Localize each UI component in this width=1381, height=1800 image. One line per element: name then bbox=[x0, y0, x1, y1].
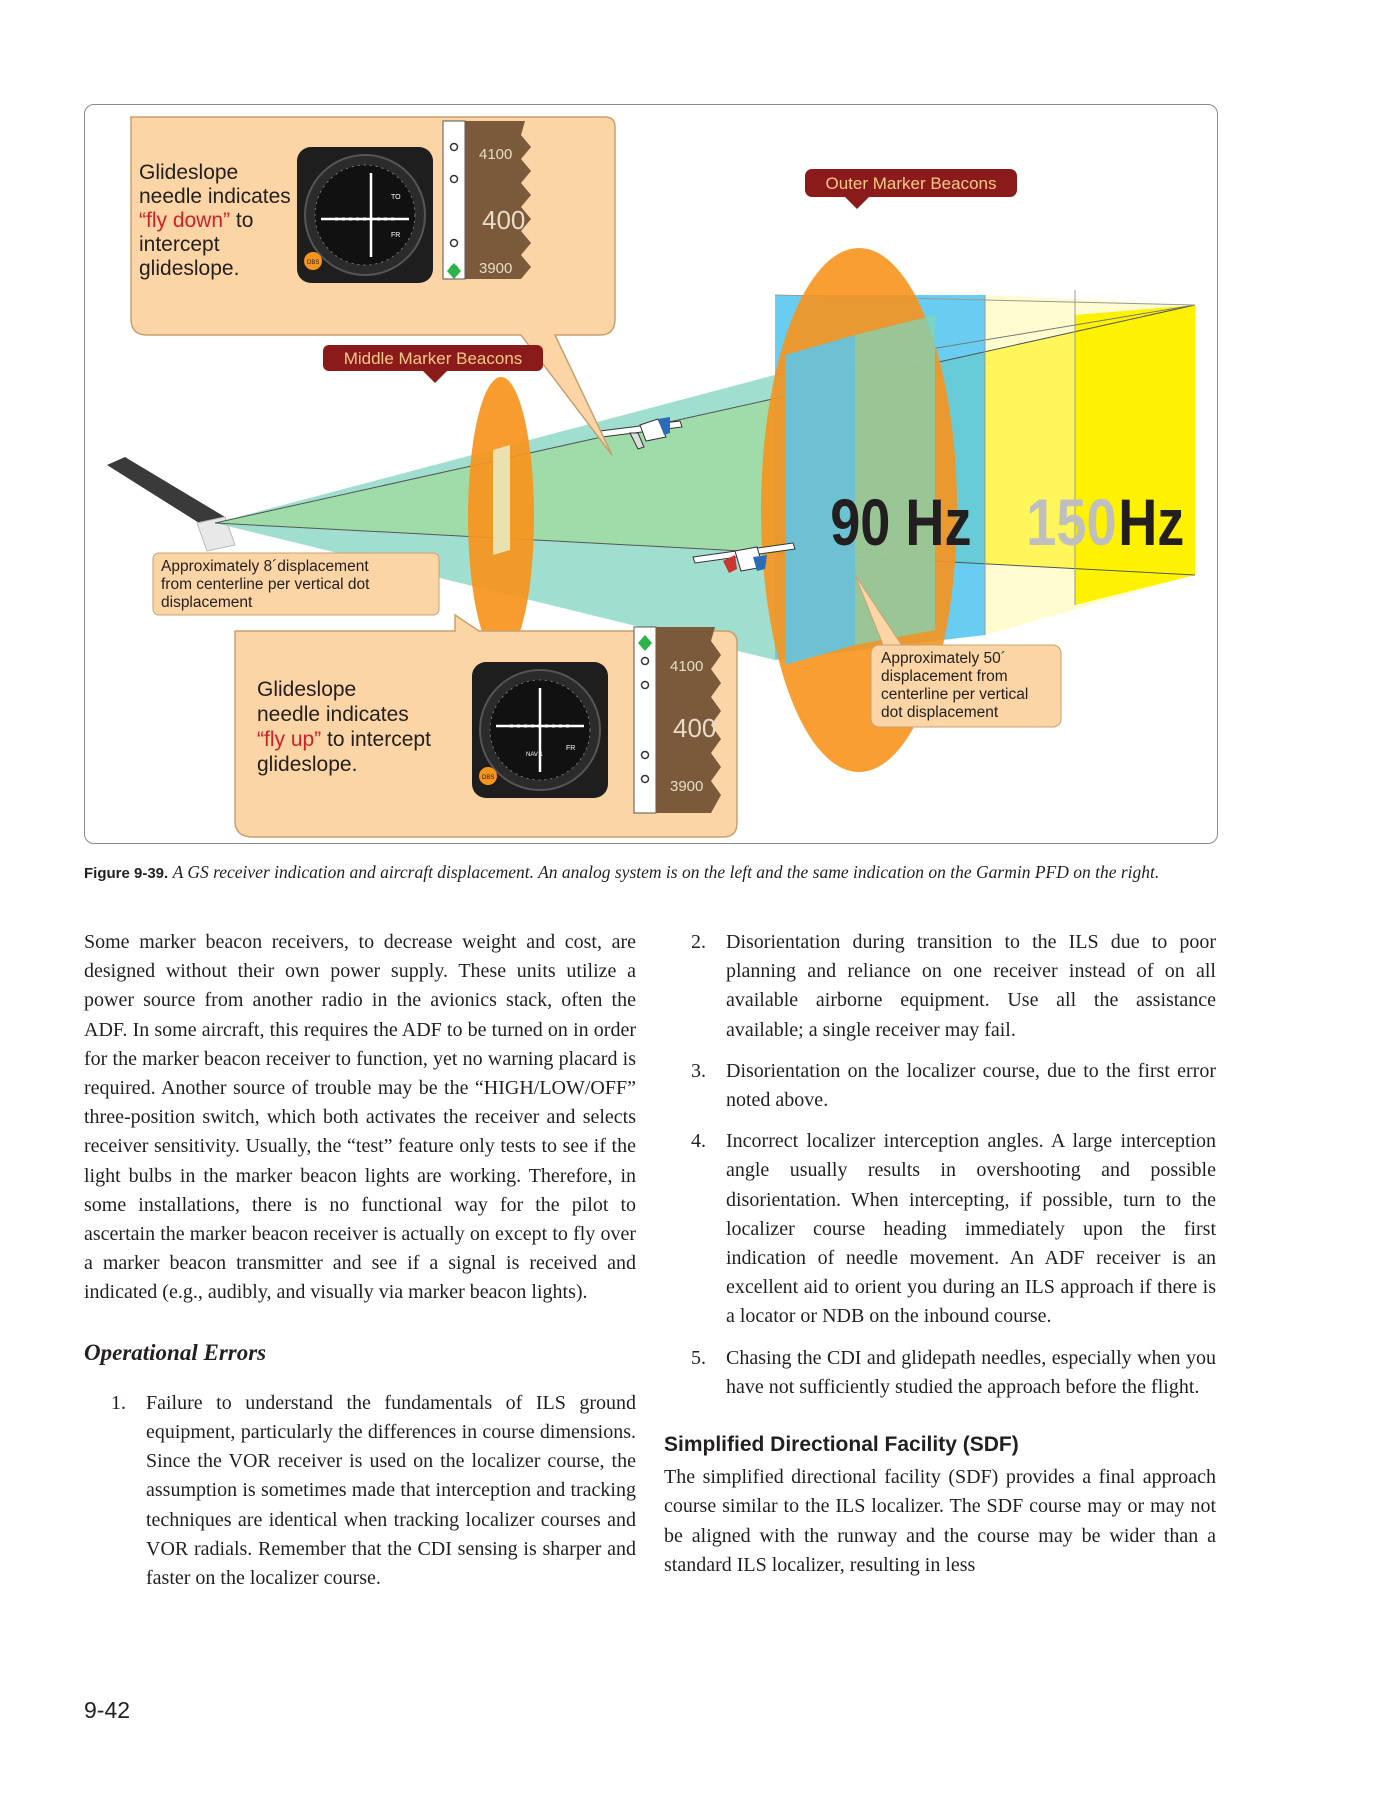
tape-top-upper: 4100 bbox=[479, 146, 512, 163]
figure-9-39: 90 Hz 150 Hz Glideslope needle indicates… bbox=[84, 104, 1218, 844]
list-item: 4. Incorrect localizer interception angl… bbox=[664, 1127, 1216, 1331]
callout-top-line3-rest: to bbox=[230, 209, 253, 232]
left-column: Some marker beacon receivers, to decreas… bbox=[84, 928, 636, 1605]
callout-bottom-line3-rest: to intercept bbox=[321, 728, 431, 751]
altitude-tape-bottom: 4100 400 3900 bbox=[633, 626, 721, 814]
hz-90-label: 90 Hz bbox=[830, 485, 971, 559]
cdi-gauge-top: OBS TO FR bbox=[297, 147, 433, 283]
altitude-tape-top: 4100 400 3900 bbox=[442, 120, 531, 280]
callout-top-line1: Glideslope bbox=[139, 161, 238, 184]
tape-top-middle: 400 bbox=[482, 205, 525, 235]
list-item-text: Failure to understand the fundamentals o… bbox=[146, 1391, 636, 1590]
callout-bottom-line2: needle indicates bbox=[257, 703, 409, 726]
runway bbox=[107, 457, 236, 552]
note-50ft-displacement: Approximately 50´ displacement from cent… bbox=[854, 574, 1062, 728]
caption-text: A GS receiver indication and aircraft di… bbox=[172, 862, 1160, 882]
gauge-bottom-fr: FR bbox=[566, 745, 575, 752]
note-8ft-line1: Approximately 8´displacement bbox=[161, 558, 369, 575]
callout-top-line3: “fly down” to bbox=[139, 209, 253, 232]
page-number: 9-42 bbox=[84, 1697, 131, 1723]
hz-150-number: 150 bbox=[1026, 485, 1116, 559]
list-item: 3. Disorientation on the localizer cours… bbox=[664, 1057, 1216, 1115]
middle-marker-label: Middle Marker Beacons bbox=[323, 345, 543, 383]
list-item: 2. Disorientation during transition to t… bbox=[664, 928, 1216, 1045]
tape-bottom-upper: 4100 bbox=[670, 658, 703, 675]
list-item-number: 4. bbox=[691, 1130, 706, 1153]
cdi-gauge-bottom: OBS NAV 1 FR bbox=[472, 662, 608, 798]
note-50ft-line4: dot displacement bbox=[881, 704, 999, 721]
caption-label: Figure 9-39. bbox=[84, 865, 169, 882]
gauge-top-fr: FR bbox=[391, 232, 400, 239]
list-item-text: Disorientation on the localizer course, … bbox=[726, 1059, 1216, 1112]
middle-marker-text: Middle Marker Beacons bbox=[344, 349, 523, 368]
list-item: 1. Failure to understand the fundamental… bbox=[84, 1389, 636, 1593]
list-item-number: 2. bbox=[691, 931, 706, 953]
list-item-number: 1. bbox=[111, 1391, 126, 1414]
callout-top-line4: intercept bbox=[139, 233, 220, 256]
callout-bottom-line3: “fly up” to intercept bbox=[257, 728, 431, 751]
callout-bottom-line4: glideslope. bbox=[257, 753, 357, 776]
callout-top-line2: needle indicates bbox=[139, 185, 291, 208]
callout-fly-down: Glideslope needle indicates “fly down” t… bbox=[130, 116, 616, 456]
note-50ft-line1: Approximately 50´ bbox=[881, 650, 1006, 667]
gauge-bottom-obs: OBS bbox=[482, 775, 495, 781]
tape-top-lower: 3900 bbox=[479, 260, 512, 277]
callout-bottom-line1: Glideslope bbox=[257, 678, 356, 701]
gauge-top-obs: OBS bbox=[307, 260, 320, 266]
list-item-text: Incorrect localizer interception angles.… bbox=[726, 1130, 1216, 1328]
tape-bottom-middle: 400 bbox=[673, 713, 716, 743]
tape-bottom-lower: 3900 bbox=[670, 778, 703, 795]
operational-errors-heading: Operational Errors bbox=[84, 1339, 267, 1365]
fly-up-text: “fly up” bbox=[257, 728, 321, 751]
list-item: 5. Chasing the CDI and glidepath needles… bbox=[664, 1344, 1216, 1402]
note-8ft-displacement: Approximately 8´displacement from center… bbox=[152, 552, 440, 616]
hz-150-label: 150 Hz bbox=[1026, 485, 1184, 559]
list-item-number: 5. bbox=[691, 1346, 706, 1369]
list-item-text: Chasing the CDI and glidepath needles, e… bbox=[726, 1346, 1216, 1398]
sdf-paragraph: The simplified directional facility (SDF… bbox=[664, 1466, 1216, 1576]
outer-marker-label: Outer Marker Beacons bbox=[805, 169, 1017, 209]
sdf-heading: Simplified Directional Facility (SDF) bbox=[664, 1433, 1019, 1457]
list-item-text: Disorientation during transition to the … bbox=[726, 931, 1216, 1041]
fly-down-text: “fly down” bbox=[139, 209, 230, 232]
right-column: 2. Disorientation during transition to t… bbox=[664, 928, 1216, 1580]
callout-fly-up: Glideslope needle indicates “fly up” to … bbox=[234, 613, 738, 838]
gauge-bottom-nav: NAV 1 bbox=[526, 752, 544, 758]
glideslope-illustration: 90 Hz 150 Hz Glideslope needle indicates… bbox=[107, 116, 1196, 838]
callout-top-line5: glideslope. bbox=[139, 257, 239, 280]
hz-150-unit: Hz bbox=[1118, 485, 1184, 559]
list-item-number: 3. bbox=[691, 1059, 706, 1082]
figure-caption: Figure 9-39. A GS receiver indication an… bbox=[84, 858, 1216, 888]
note-8ft-line2: from centerline per vertical dot bbox=[161, 576, 370, 593]
intro-paragraph: Some marker beacon receivers, to decreas… bbox=[84, 931, 636, 1304]
airplane-upper-icon bbox=[599, 417, 683, 450]
gauge-top-to: TO bbox=[391, 194, 401, 201]
outer-marker-text: Outer Marker Beacons bbox=[825, 174, 996, 193]
note-8ft-line3: displacement bbox=[161, 594, 253, 611]
note-50ft-line3: centerline per vertical bbox=[881, 686, 1028, 703]
note-50ft-line2: displacement from bbox=[881, 668, 1008, 685]
airplane-lower-icon bbox=[692, 542, 796, 573]
